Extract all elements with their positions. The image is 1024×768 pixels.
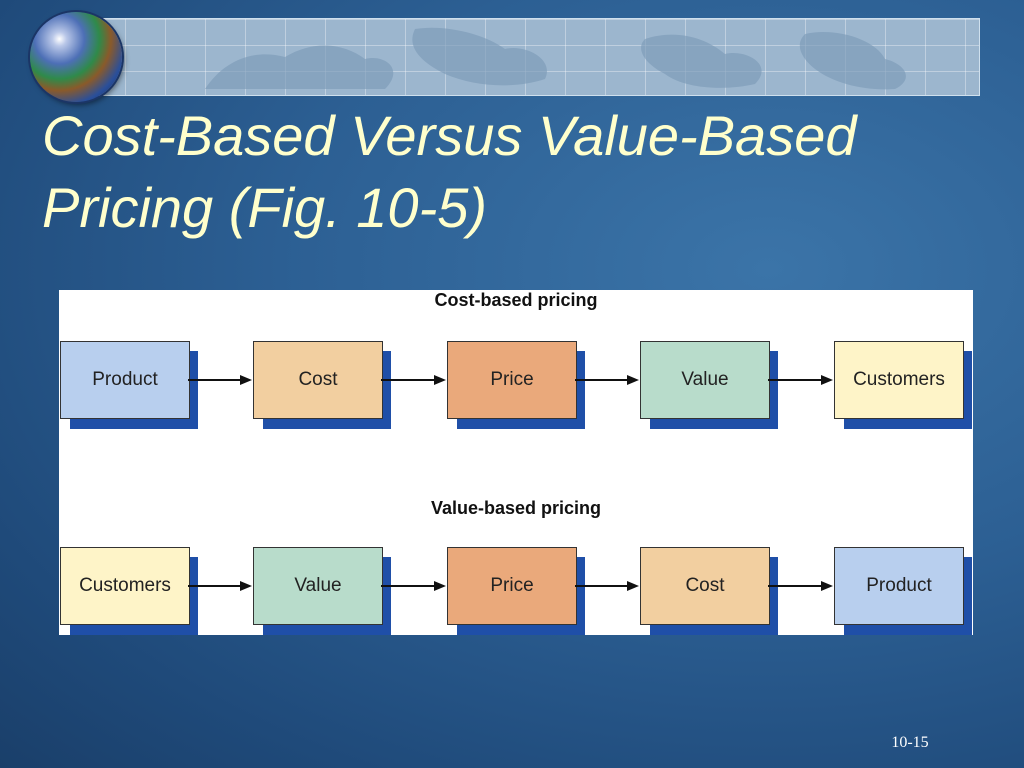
arrow-head (821, 375, 833, 385)
arrow-head (240, 581, 252, 591)
arrow-line (768, 379, 823, 381)
globe-icon (30, 12, 122, 102)
cost-based-heading: Cost-based pricing (434, 290, 598, 310)
slide-title: Cost-Based Versus Value-Based Pricing (F… (42, 100, 982, 244)
cost-based-flow: Product Cost Price Value Customers (59, 341, 973, 431)
step-value: Value (640, 341, 778, 429)
arrow-head (434, 375, 446, 385)
arrow-head (240, 375, 252, 385)
step-label: Product (60, 341, 190, 419)
arrow-line (381, 585, 436, 587)
flow-arrow (188, 580, 252, 592)
step-product: Product (834, 547, 972, 635)
arrow-head (627, 581, 639, 591)
step-label: Customers (60, 547, 190, 625)
title-line-2: Pricing (Fig. 10-5) (42, 176, 488, 239)
arrow-line (575, 379, 629, 381)
step-label: Cost (253, 341, 383, 419)
step-price: Price (447, 547, 585, 635)
flow-arrow (575, 580, 639, 592)
arrow-head (434, 581, 446, 591)
arrow-line (188, 585, 242, 587)
flow-arrow (575, 374, 639, 386)
step-label: Value (253, 547, 383, 625)
flow-arrow (188, 374, 252, 386)
flow-arrow (768, 580, 833, 592)
flow-arrow (381, 580, 446, 592)
step-value: Value (253, 547, 391, 635)
step-product: Product (60, 341, 198, 429)
page-number: 10-15 (891, 734, 929, 751)
step-label: Product (834, 547, 964, 625)
arrow-line (188, 379, 242, 381)
step-label: Cost (640, 547, 770, 625)
arrow-line (768, 585, 823, 587)
step-label: Price (447, 341, 577, 419)
step-label: Customers (834, 341, 964, 419)
world-map-banner (84, 18, 980, 96)
arrow-head (627, 375, 639, 385)
arrow-head (821, 581, 833, 591)
value-based-flow: Customers Value Price Cost Product (59, 547, 973, 637)
flow-arrow (381, 374, 446, 386)
step-customers: Customers (834, 341, 972, 429)
value-based-heading: Value-based pricing (430, 498, 602, 518)
step-cost: Cost (253, 341, 391, 429)
step-customers: Customers (60, 547, 198, 635)
title-line-1: Cost-Based Versus Value-Based (42, 104, 857, 167)
step-label: Value (640, 341, 770, 419)
step-price: Price (447, 341, 585, 429)
step-cost: Cost (640, 547, 778, 635)
flow-arrow (768, 374, 833, 386)
step-label: Price (447, 547, 577, 625)
arrow-line (575, 585, 629, 587)
world-map-icon (205, 27, 906, 90)
arrow-line (381, 379, 436, 381)
